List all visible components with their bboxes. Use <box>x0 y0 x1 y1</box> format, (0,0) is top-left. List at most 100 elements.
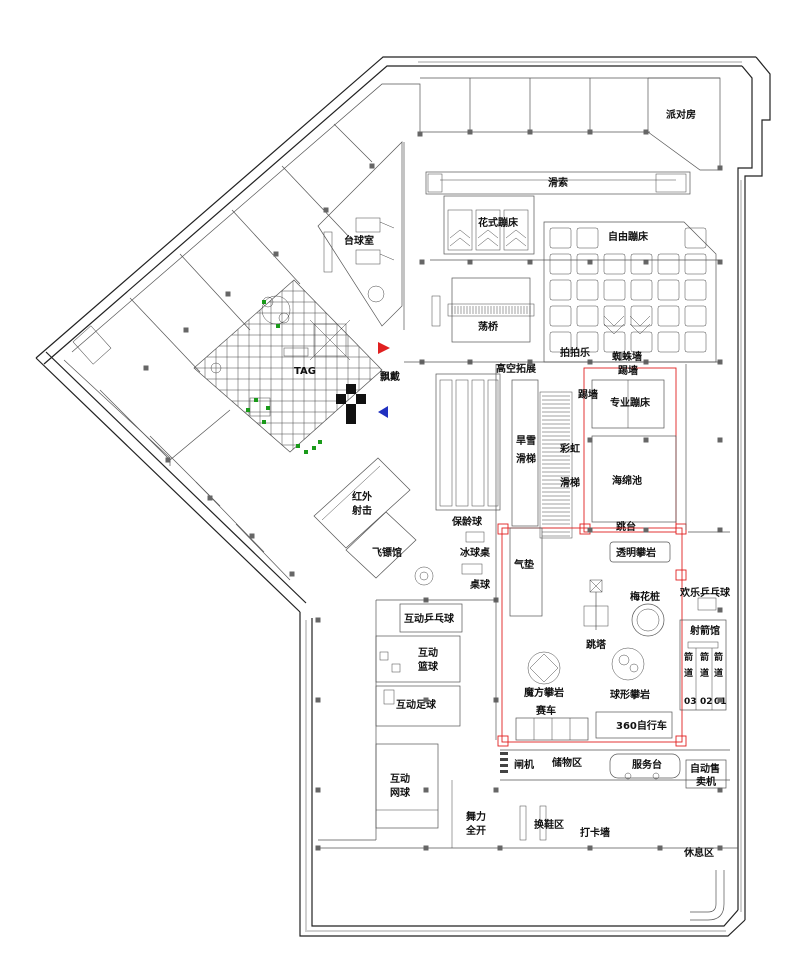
archery-label: 射箭馆 <box>689 624 720 637</box>
slides-area: 高空拓展 旱雪 滑梯 彩虹 滑梯 <box>496 362 580 539</box>
dry-snow-slide-label-1: 旱雪 <box>516 435 536 447</box>
kick-wall-label-2: 踢墙 <box>578 388 598 401</box>
column <box>587 527 593 533</box>
column <box>717 259 723 265</box>
column <box>369 163 375 169</box>
sphere-climb-label: 球形攀岩 <box>610 688 650 701</box>
check-in-wall-label: 打卡墙 <box>580 826 610 839</box>
trampoline-pad <box>684 279 707 301</box>
interactive-pingpong-label: 互动乒乓球 <box>404 612 455 625</box>
trampoline-pad <box>684 227 707 249</box>
vending-label-2: 卖机 <box>696 775 716 788</box>
trampoline-pad <box>576 253 599 275</box>
trampoline-pad <box>630 305 653 327</box>
interactive-basketball-label-1: 互动 <box>418 646 438 659</box>
column <box>419 259 425 265</box>
air-cushion-label: 气垫 <box>513 558 534 571</box>
trampoline-pad <box>576 305 599 327</box>
racing-label: 赛车 <box>535 704 556 717</box>
trampoline-pad <box>657 279 680 301</box>
interactive-tennis-label-2: 网球 <box>390 786 411 799</box>
billiards-room: 台球室 <box>317 141 403 327</box>
column <box>587 259 593 265</box>
chevron-mark <box>629 323 651 335</box>
zipline: 滑索 <box>425 171 691 195</box>
gate-icon <box>500 752 508 755</box>
column <box>315 697 321 703</box>
column <box>165 457 171 463</box>
interactive-basketball-label-2: 篮球 <box>417 660 439 673</box>
trampoline-pad <box>630 331 653 353</box>
column <box>497 845 503 851</box>
column <box>643 527 649 533</box>
interior-partitions <box>318 142 730 841</box>
fun-pingpong-label: 欢乐乒乓球 <box>679 586 731 599</box>
lane-03-label-2: 道 <box>684 667 693 679</box>
chevron-mark <box>603 323 625 335</box>
column <box>527 129 533 135</box>
trampoline-pad <box>549 331 572 353</box>
storage-label: 储物区 <box>551 756 582 769</box>
trampoline-pad <box>549 279 572 301</box>
lane-01-label-1: 箭 <box>714 651 723 663</box>
rest-area-label: 休息区 <box>683 846 714 859</box>
jump-platform-label: 跳台 <box>616 520 636 533</box>
lane-03-label-3: 03 <box>684 697 697 707</box>
trampoline-pad <box>549 305 572 327</box>
trampoline-pad <box>603 331 626 353</box>
clap-fun-label: 拍拍乐 <box>560 346 590 359</box>
lane-02-label-3: 02 <box>700 697 713 707</box>
column <box>423 787 429 793</box>
gate-icon <box>500 770 508 773</box>
building-outline <box>35 56 771 937</box>
column <box>643 129 649 135</box>
trampoline-pad <box>603 253 626 275</box>
column <box>315 845 321 851</box>
shoe-change-label: 换鞋区 <box>534 818 564 831</box>
spider-wall-label: 蜘蛛墙 <box>612 350 642 363</box>
column <box>657 845 663 851</box>
swing-bridge: 荡桥 <box>431 277 535 343</box>
trampoline-pad <box>684 331 707 353</box>
billiards-label: 台球室 <box>344 234 374 247</box>
column <box>527 259 533 265</box>
trampoline-pad <box>684 305 707 327</box>
column <box>717 165 723 171</box>
lane-02-label-2: 道 <box>700 667 709 679</box>
high-ropes-label: 高空拓展 <box>496 362 536 375</box>
center-play-area: 气垫 透明攀岩 跳塔 梅花桩 魔方攀岩 球形攀岩 赛车 360自行车 <box>497 523 687 747</box>
jump-tower-label: 跳塔 <box>586 638 607 651</box>
infrared-label-1: 红外 <box>352 490 372 503</box>
column <box>717 527 723 533</box>
dance-label-2: 全开 <box>465 824 486 837</box>
column <box>289 571 295 577</box>
column <box>323 207 329 213</box>
vending-label-1: 自动售 <box>690 762 720 775</box>
gate-label: 闸机 <box>514 758 534 771</box>
gate-icon <box>500 764 508 767</box>
pro-trampoline: 拍拍乐 蜘蛛墙 踢墙 踢墙 专业蹦床 海绵池 跳台 <box>560 346 677 533</box>
kick-wall-label-1: 踢墙 <box>618 364 638 377</box>
column <box>493 787 499 793</box>
chevron-mark <box>603 315 625 327</box>
gate-icon <box>500 758 508 761</box>
trampoline-pad <box>630 253 653 275</box>
interactive-tennis-label-1: 互动 <box>390 772 410 785</box>
swing-bridge-label: 荡桥 <box>478 320 499 333</box>
column <box>315 787 321 793</box>
transparent-climb-label: 透明攀岩 <box>616 546 656 559</box>
column <box>717 437 723 443</box>
trampoline-pad <box>576 279 599 301</box>
column <box>207 495 213 501</box>
trampoline-pad <box>549 253 572 275</box>
rainbow-slide-label-2: 滑梯 <box>560 476 580 489</box>
column <box>273 251 279 257</box>
column <box>183 327 189 333</box>
interactive-soccer-label: 互动足球 <box>396 698 437 711</box>
party-room-label: 派对房 <box>666 108 696 121</box>
bowling-label: 保龄球 <box>451 515 483 528</box>
fancy-trampoline: 花式蹦床 <box>443 195 535 255</box>
column <box>315 617 321 623</box>
column <box>225 291 231 297</box>
